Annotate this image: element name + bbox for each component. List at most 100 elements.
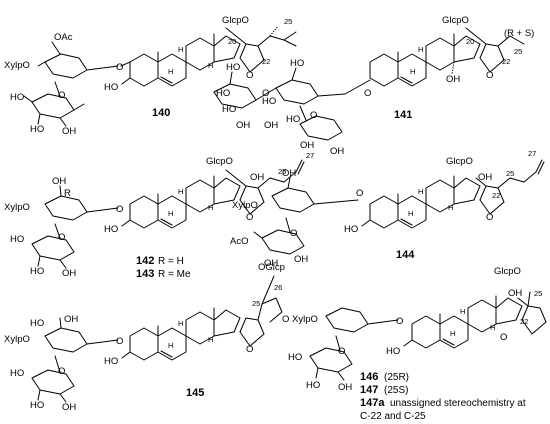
label: HO xyxy=(10,234,24,245)
label: 25 xyxy=(534,289,542,298)
label: 26 xyxy=(274,283,282,292)
label: XylpO xyxy=(4,334,30,345)
label: HO xyxy=(104,224,118,235)
compound-140: OAc XylpO O O HO HO OH HO GlcpO 25 20 22… xyxy=(4,15,297,137)
compound-number: 147a xyxy=(360,397,385,409)
label: HO xyxy=(222,104,236,115)
label: OH xyxy=(64,314,78,325)
label: HO xyxy=(226,62,240,73)
label: O xyxy=(58,366,65,377)
label: H xyxy=(208,203,213,212)
label: 25 xyxy=(514,47,522,56)
label: XylpO xyxy=(4,60,30,71)
label: HO xyxy=(30,400,44,411)
label: O xyxy=(116,204,123,215)
label: HO xyxy=(104,356,118,367)
label: OH xyxy=(338,382,352,393)
compound-number: 146 xyxy=(360,371,378,383)
label: XylpO xyxy=(4,202,30,213)
label: H xyxy=(418,45,423,54)
label: HO xyxy=(306,380,320,391)
compound-142-143: OH R XylpO O O HO HO OH HO GlcpO 27 25 O… xyxy=(4,151,314,280)
label: R xyxy=(64,188,71,199)
label: 22 xyxy=(492,191,500,200)
label: HO xyxy=(104,82,118,93)
label: H xyxy=(178,45,183,54)
label: OH xyxy=(282,168,296,179)
label: HO xyxy=(30,318,44,329)
compound-note: unassigned stereochemistry at xyxy=(390,398,526,409)
label: H xyxy=(450,329,455,338)
compound-number: 140 xyxy=(152,107,170,119)
label: HO xyxy=(262,96,276,107)
label: O xyxy=(116,62,123,73)
label: 20 xyxy=(228,37,236,46)
label: GlcpO xyxy=(494,266,521,277)
label: OH xyxy=(264,258,278,269)
label: 27 xyxy=(528,149,536,158)
label: H xyxy=(208,335,213,344)
label: 27 xyxy=(306,151,314,160)
label: OH xyxy=(62,402,76,413)
label: O xyxy=(338,346,345,357)
label: OH xyxy=(294,254,308,265)
label: O xyxy=(116,336,123,347)
compound-141: GlcpO 20 22 25 (R + S) O OH H H HO HO HO… xyxy=(213,15,534,157)
label: HO xyxy=(290,58,304,69)
label: OH xyxy=(52,176,66,187)
label: OGlcp xyxy=(258,262,285,273)
label: HO xyxy=(344,224,358,235)
label: 22 xyxy=(262,57,270,66)
label: O xyxy=(58,232,65,243)
label: O xyxy=(246,212,253,223)
label: OH xyxy=(62,268,76,279)
label: OH xyxy=(446,74,460,85)
label: 22 xyxy=(520,317,528,326)
label: O xyxy=(58,90,65,101)
label: OH xyxy=(300,140,314,151)
label: OH xyxy=(264,120,278,131)
compound-config: (25R) xyxy=(384,372,409,383)
label: O xyxy=(486,70,493,81)
label: 25 xyxy=(278,167,286,176)
label: O xyxy=(282,314,289,325)
label: 22 xyxy=(502,57,510,66)
label: XylpO xyxy=(292,314,318,325)
label: 25 xyxy=(252,299,260,308)
label: O xyxy=(262,88,269,99)
compound-config: (25S) xyxy=(384,385,408,396)
label: HO xyxy=(386,346,400,357)
label: OH xyxy=(236,120,250,131)
compound-note: C-22 and C-25 xyxy=(360,411,426,422)
label: O xyxy=(290,228,297,239)
label: H xyxy=(178,319,183,328)
label: GlcpO xyxy=(442,15,469,26)
label: O xyxy=(396,316,403,327)
label: O xyxy=(486,212,493,223)
label: GlcpO xyxy=(222,15,249,26)
label: HO xyxy=(216,88,230,99)
label: AcO xyxy=(230,236,248,247)
label: HO xyxy=(30,124,44,135)
label: OH xyxy=(330,146,344,157)
label: 25 xyxy=(284,17,292,26)
compound-number: 144 xyxy=(396,249,415,261)
label: OH xyxy=(478,172,492,183)
label: H xyxy=(178,187,183,196)
compound-146-147: XylpO O O HO HO OH HO GlcpO 25 22 OH O H… xyxy=(288,266,547,422)
label: H xyxy=(460,307,465,316)
label: H xyxy=(410,67,415,76)
label: HO xyxy=(30,266,44,277)
label: OH xyxy=(250,172,264,183)
label: (R + S) xyxy=(504,28,534,39)
label: O xyxy=(246,344,253,355)
label: OH xyxy=(508,288,522,299)
compound-substituent: R = H xyxy=(158,256,184,267)
label: H xyxy=(208,61,213,70)
compound-number: 145 xyxy=(186,387,204,399)
label: O xyxy=(310,110,317,121)
label: 20 xyxy=(466,37,474,46)
label: GlcpO xyxy=(206,156,233,167)
label: H xyxy=(168,209,173,218)
